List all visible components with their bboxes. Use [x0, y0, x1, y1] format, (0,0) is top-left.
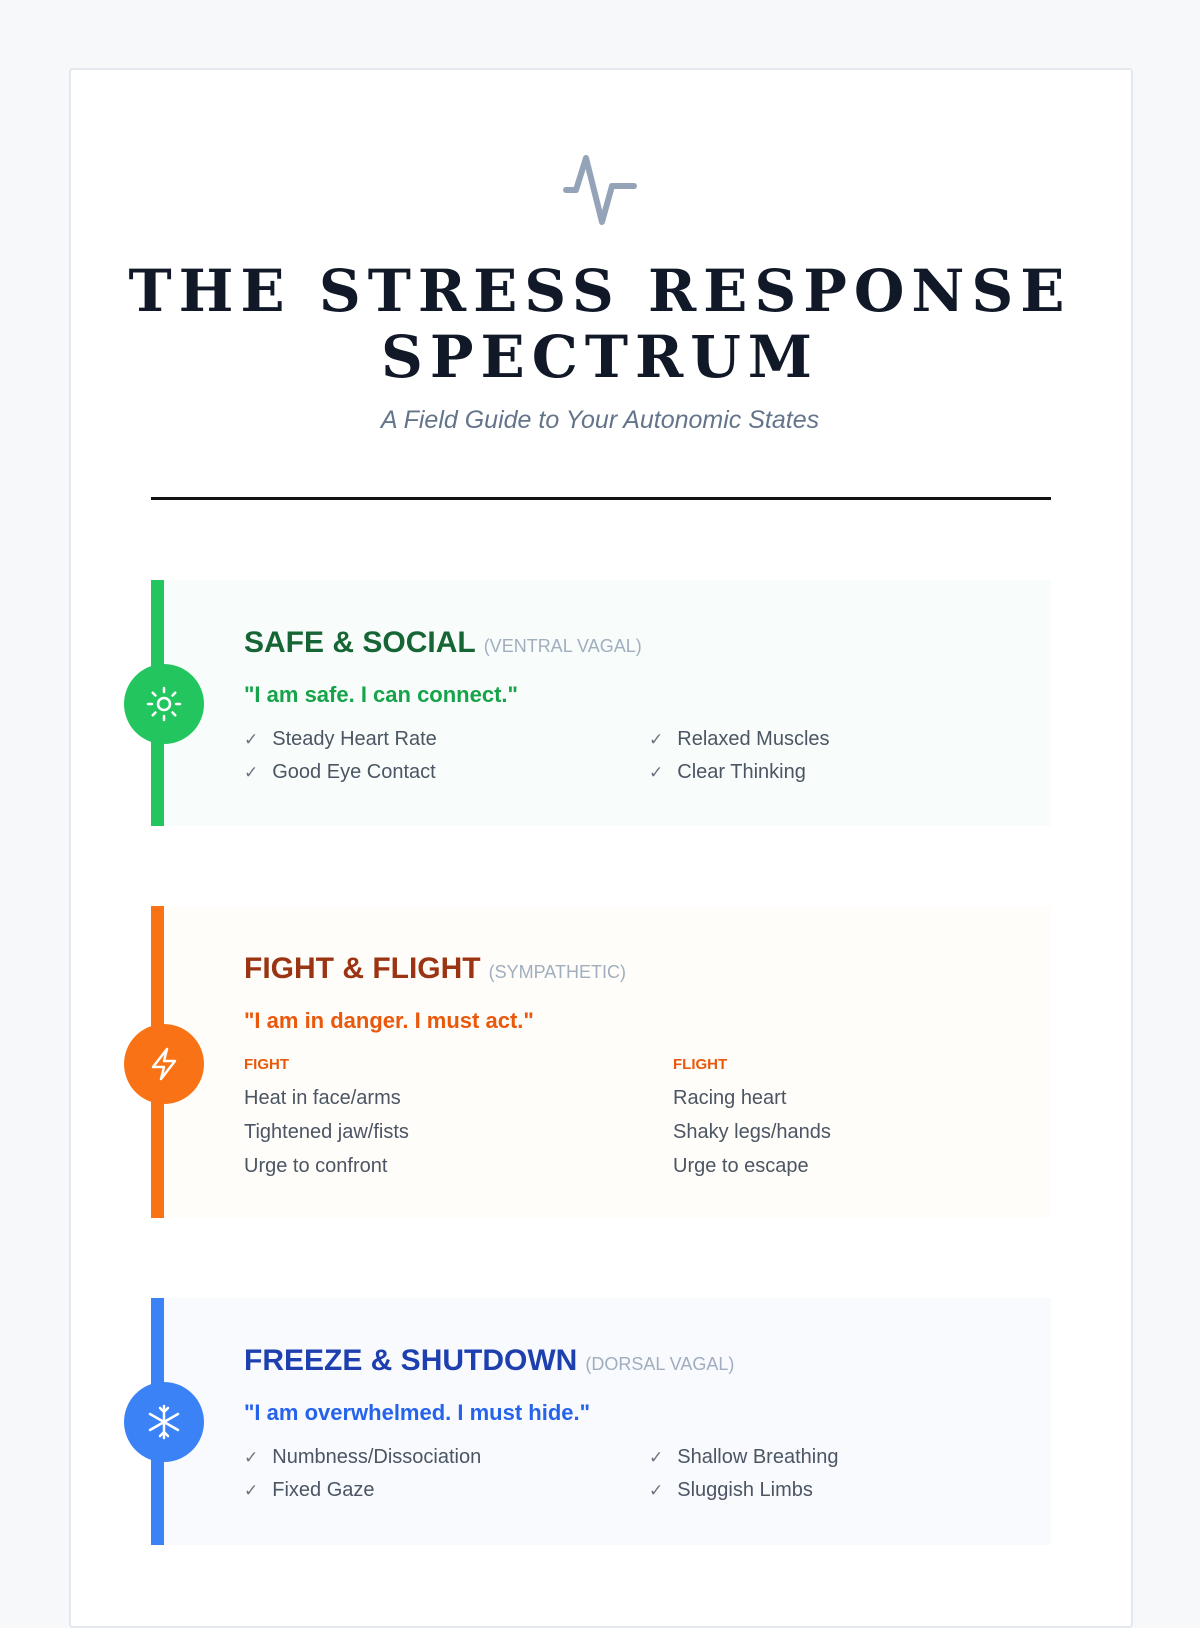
- section-title: FREEZE & SHUTDOWN: [244, 1344, 578, 1377]
- list-item: Urge to confront: [244, 1155, 388, 1177]
- check-icon: ✓: [244, 1448, 259, 1467]
- check-icon: ✓: [244, 730, 259, 749]
- page-subtitle: A Field Guide to Your Autonomic States: [380, 406, 820, 434]
- list-item: Racing heart: [673, 1087, 787, 1109]
- list-item: ✓Good Eye Contact: [244, 761, 436, 783]
- list-item: ✓Numbness/Dissociation: [244, 1446, 482, 1468]
- section-title: SAFE & SOCIAL: [244, 626, 476, 659]
- check-icon: ✓: [649, 1481, 664, 1500]
- section-safe-social: SAFE & SOCIAL (VENTRAL VAGAL) "I am safe.…: [124, 580, 1051, 826]
- check-icon: ✓: [244, 763, 259, 782]
- flight-label: FLIGHT: [673, 1056, 728, 1073]
- check-icon: ✓: [244, 1481, 259, 1500]
- section-quote: "I am in danger. I must act.": [244, 1008, 534, 1033]
- list-item: ✓Steady Heart Rate: [244, 728, 437, 750]
- check-icon: ✓: [649, 730, 664, 749]
- lightning-icon: [124, 1024, 204, 1104]
- list-item: ✓Relaxed Muscles: [649, 728, 830, 750]
- list-item: Heat in face/arms: [244, 1087, 401, 1109]
- check-icon: ✓: [649, 1448, 664, 1467]
- list-item: ✓Shallow Breathing: [649, 1446, 839, 1468]
- section-freeze-shutdown: FREEZE & SHUTDOWN (DORSAL VAGAL) "I am ov…: [124, 1298, 1051, 1545]
- activity-pulse-icon: [563, 155, 637, 225]
- fight-label: FIGHT: [244, 1056, 289, 1073]
- snowflake-icon: [124, 1382, 204, 1462]
- list-item: Shaky legs/hands: [673, 1121, 831, 1143]
- section-subtitle: (VENTRAL VAGAL): [483, 636, 642, 656]
- section-title: FIGHT & FLIGHT: [244, 952, 481, 985]
- list-item: Urge to escape: [673, 1155, 809, 1177]
- section-subtitle: (DORSAL VAGAL): [585, 1354, 735, 1374]
- list-item: ✓Clear Thinking: [649, 761, 806, 783]
- section-quote: "I am overwhelmed. I must hide.": [244, 1400, 591, 1425]
- check-icon: ✓: [649, 763, 664, 782]
- section-fight-flight: FIGHT & FLIGHT (SYMPATHETIC) "I am in dan…: [124, 906, 1051, 1218]
- section-subtitle: (SYMPATHETIC): [488, 962, 626, 982]
- section-quote: "I am safe. I can connect.": [244, 682, 518, 707]
- list-item: ✓Fixed Gaze: [244, 1479, 375, 1501]
- list-item: ✓Sluggish Limbs: [649, 1479, 813, 1501]
- sun-icon: [124, 664, 204, 744]
- divider: [151, 497, 1051, 500]
- list-item: Tightened jaw/fists: [244, 1121, 409, 1143]
